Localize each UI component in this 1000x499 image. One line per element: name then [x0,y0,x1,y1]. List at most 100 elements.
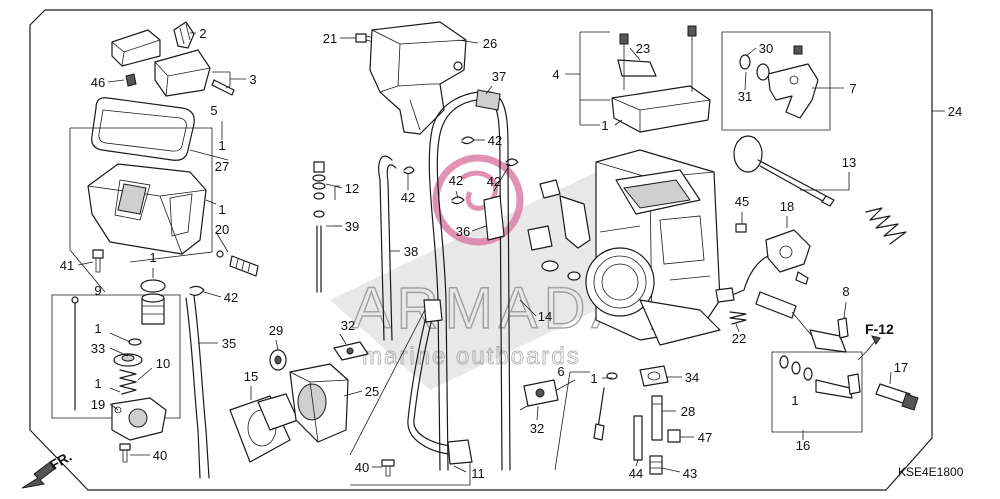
part-clip-42c [403,166,415,175]
callout-6: 6 [557,364,564,379]
part-hose-38 [378,155,397,341]
callout-24: 24 [948,104,962,119]
part-clip-42 [189,285,205,296]
part-assembly-4 [611,25,711,133]
part-hose-37 [428,89,511,471]
part-holder-34 [639,365,669,387]
watermark-tagline: marine outboards [362,343,581,370]
part-group-16 [779,355,861,399]
part-throttle-shaft-13 [733,135,835,207]
callout-31: 31 [738,89,752,104]
part-jet-6 [593,372,618,441]
group-frame-5 [69,127,213,293]
part-gasket-15 [229,393,299,463]
callout-1: 1 [94,376,101,391]
callout-45: 45 [735,194,749,209]
part-bolt-40b [381,459,395,477]
part-adapter-25 [289,363,349,443]
part-hose-35 [185,295,210,479]
part-jet-44 [633,415,643,461]
callout-43: 43 [683,466,697,481]
callout-42: 42 [449,173,463,188]
leader-lines [77,32,945,473]
callout-13: 13 [842,155,856,170]
callout-34: 34 [685,370,699,385]
part-bracket-7 [739,45,819,119]
part-ring-29 [269,349,287,371]
callout-8: 8 [842,284,849,299]
part-screw-20 [216,250,259,277]
part-plate-32a [333,341,369,361]
group-frame-7 [721,31,831,131]
group-frame-16 [771,351,863,433]
part-needle-9 [71,296,79,411]
callout-23: 23 [636,41,650,56]
callout-35: 35 [222,336,236,351]
callout-19: 19 [91,397,105,412]
part-fitting-17 [875,383,919,411]
callout-1: 1 [601,118,608,133]
callout-1: 1 [218,138,225,153]
callout-16: 16 [796,438,810,453]
callout-9: 9 [94,283,101,298]
part-float-chamber [87,163,207,255]
callout-5: 5 [210,103,217,118]
part-jet-47 [667,429,681,443]
part-fitting-8 [755,291,849,353]
callout-42: 42 [224,290,238,305]
callout-33: 33 [91,341,105,356]
part-sensor-18 [715,229,811,303]
callout-11: 11 [471,466,485,481]
callout-39: 39 [345,219,359,234]
part-screw-46 [125,73,137,87]
part-linkage-14 [527,179,591,281]
callout-32: 32 [530,421,544,436]
callout-1: 1 [791,393,798,408]
callout-42: 42 [488,133,502,148]
diagram-code: KSE4E1800 [898,465,964,479]
callout-47: 47 [698,430,712,445]
part-bolt-40 [119,443,131,463]
watermark-logo-icon [432,154,524,246]
part-cap-33 [113,338,143,367]
callout-42: 42 [401,190,415,205]
group-frame-12 [334,185,342,227]
part-bolt-41 [92,249,104,273]
callout-2: 2 [199,26,206,41]
callout-42: 42 [487,174,501,189]
group-frame-4 [565,31,610,126]
part-cable-11 [407,299,473,465]
callout-1: 1 [149,250,156,265]
callout-21: 21 [323,31,337,46]
callout-46: 46 [91,75,105,90]
callout-1: 1 [218,202,225,217]
callout-44: 44 [629,466,643,481]
callout-26: 26 [483,36,497,51]
part-clip-42d [451,196,465,205]
callout-3: 3 [249,72,256,87]
part-spring-22 [729,311,747,325]
callout-30: 30 [759,41,773,56]
part-screw-45 [735,223,747,233]
callout-32: 32 [341,318,355,333]
callout-22: 22 [732,331,746,346]
callout-29: 29 [269,323,283,338]
callout-36: 36 [456,224,470,239]
part-spring-10 [119,369,137,395]
callout-40: 40 [355,460,369,475]
part-hose-36 [483,195,505,241]
callout-10: 10 [156,356,170,371]
callout-28: 28 [681,404,695,419]
callout-18: 18 [780,199,794,214]
part-pin [211,79,235,96]
watermark-brand: ARMADA [352,276,636,341]
callout-14: 14 [538,309,552,324]
part-jet-43 [649,455,663,475]
part-float-valve-seat [140,279,166,325]
ref-f12: F-12 [857,321,894,361]
callout-1: 1 [94,321,101,336]
callout-4: 4 [552,67,559,82]
part-carburetor-body [585,149,721,346]
ref-label: F-12 [865,321,894,337]
